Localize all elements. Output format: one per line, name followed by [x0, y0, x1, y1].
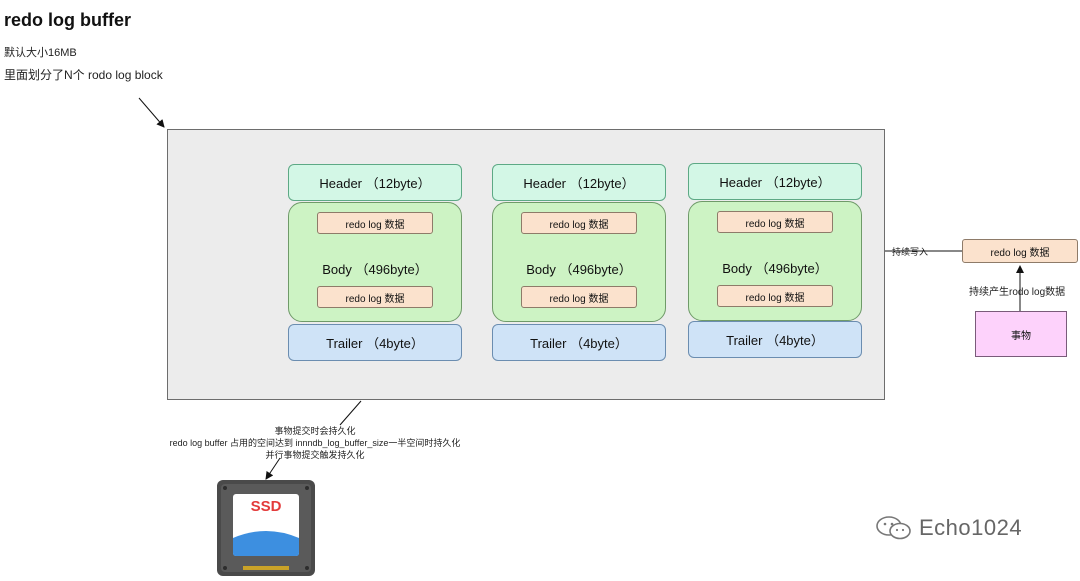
- incoming-redo-log-chip: redo log 数据: [962, 239, 1078, 263]
- block-body-label: Body （496byte）: [722, 261, 828, 276]
- watermark-text: Echo1024: [919, 515, 1023, 540]
- persist-caption: 事物提交时会持久化 redo log buffer 占用的空间达到 innndb…: [150, 425, 480, 461]
- redo-log-data-chip: redo log 数据: [717, 211, 833, 233]
- block-trailer: Trailer （4byte）: [492, 324, 666, 361]
- block-body-label: Body （496byte）: [322, 262, 428, 277]
- block-body: redo log 数据 Body （496byte） redo log 数据: [288, 202, 462, 322]
- diagram-title: redo log buffer: [4, 10, 131, 30]
- block-trailer: Trailer （4byte）: [688, 321, 862, 358]
- block-header: Header （12byte）: [288, 164, 462, 201]
- redo-log-data-chip: redo log 数据: [521, 212, 637, 234]
- persist-arrow-bottom: [265, 457, 281, 480]
- block-body: redo log 数据 Body （496byte） redo log 数据: [492, 202, 666, 322]
- block-body: redo log 数据 Body （496byte） redo log 数据: [688, 201, 862, 321]
- redo-log-data-chip: redo log 数据: [317, 286, 433, 308]
- redo-log-data-chip: redo log 数据: [717, 285, 833, 307]
- ssd-icon: SSD: [217, 480, 315, 581]
- pointer-arrow: [138, 97, 165, 128]
- persist-line-1: 事物提交时会持久化: [274, 426, 356, 436]
- ssd-label: SSD: [250, 498, 282, 515]
- watermark: Echo1024: [875, 515, 1022, 541]
- write-label: 持续写入: [892, 247, 929, 257]
- redo-log-data-chip: redo log 数据: [521, 286, 637, 308]
- persist-line-2: redo log buffer 占用的空间达到 innndb_log_buffe…: [169, 438, 461, 448]
- blocks-note: 里面划分了N个 rodo log block: [4, 68, 163, 82]
- produce-label: 持续产生rodo log数据: [969, 287, 1066, 298]
- block-header: Header （12byte）: [492, 164, 666, 201]
- wechat-icon: [876, 516, 911, 540]
- redo-log-data-chip: redo log 数据: [317, 212, 433, 234]
- block-header: Header （12byte）: [688, 163, 862, 200]
- default-size-note: 默认大小16MB: [4, 47, 77, 59]
- persist-arrow-top: [339, 400, 362, 426]
- block-body-label: Body （496byte）: [526, 262, 632, 277]
- persist-line-3: 并行事物提交触发持久化: [265, 450, 365, 460]
- transaction-box: 事物: [975, 311, 1067, 357]
- block-trailer: Trailer （4byte）: [288, 324, 462, 361]
